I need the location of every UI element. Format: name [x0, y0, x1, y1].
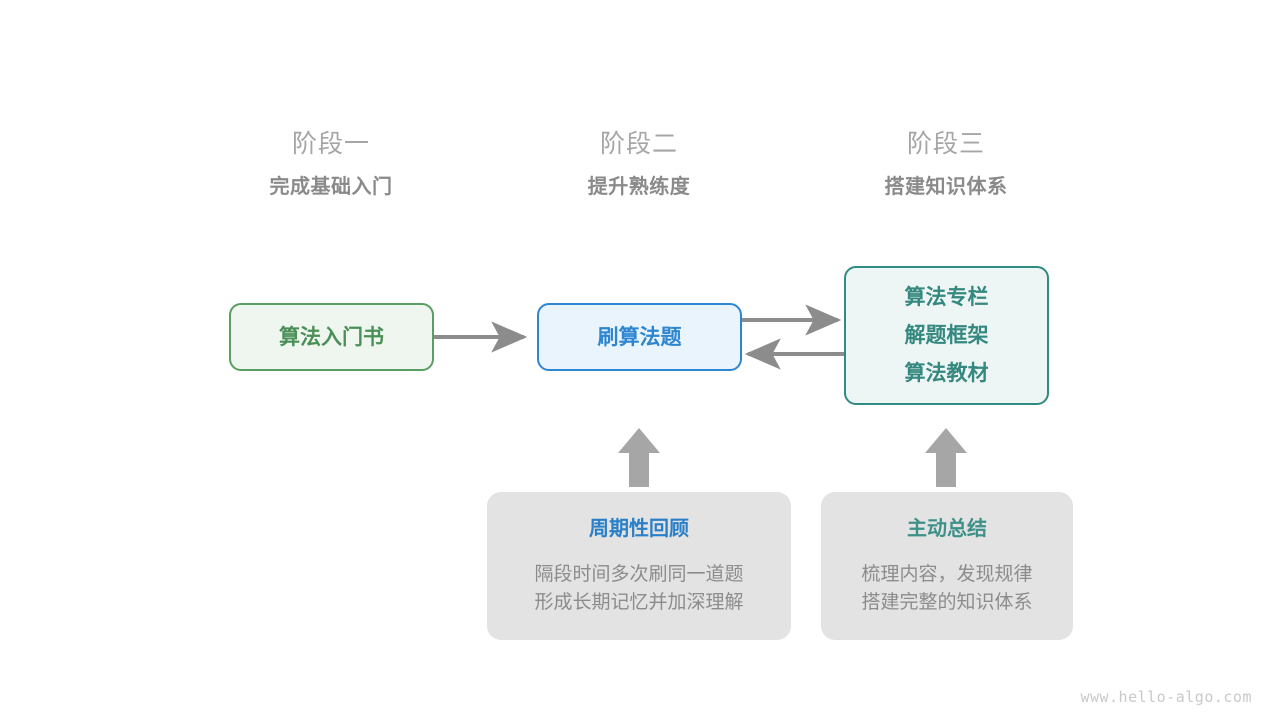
note-body-line: 搭建完整的知识体系	[861, 591, 1033, 613]
node-knowledge-system[interactable]: 算法专栏 解题框架 算法教材	[844, 266, 1049, 405]
node-line: 算法专栏	[904, 286, 989, 309]
note-body-line: 梳理内容，发现规律	[861, 564, 1033, 585]
watermark: www.hello-algo.com	[1080, 688, 1252, 706]
node-line: 算法教材	[904, 362, 989, 385]
note-body-line: 隔段时间多次刷同一道题	[534, 564, 744, 585]
stage-header-3: 阶段三 搭建知识体系	[826, 130, 1066, 198]
stage-header-2: 阶段二 提升熟练度	[519, 130, 759, 198]
stage-header-1: 阶段一 完成基础入门	[211, 130, 451, 198]
node-line: 算法入门书	[279, 325, 384, 349]
note-title: 周期性回顾	[589, 518, 689, 540]
node-line: 刷算法题	[597, 325, 682, 349]
stage-subtitle: 提升熟练度	[587, 176, 691, 198]
stage-title: 阶段三	[906, 130, 985, 158]
note-body: 隔段时间多次刷同一道题 形成长期记忆并加深理解	[534, 561, 743, 616]
node-line: 解题框架	[904, 324, 989, 347]
note-title: 主动总结	[907, 518, 987, 540]
arrow-review-to-drill	[618, 428, 660, 487]
stage-subtitle: 搭建知识体系	[884, 176, 1008, 198]
node-algorithm-intro-book[interactable]: 算法入门书	[229, 303, 434, 371]
stage-title: 阶段二	[599, 130, 678, 158]
arrow-summary-to-system	[925, 428, 967, 487]
node-practice-problems[interactable]: 刷算法题	[537, 303, 742, 371]
note-active-summary[interactable]: 主动总结 梳理内容，发现规律 搭建完整的知识体系	[821, 492, 1073, 640]
note-body: 梳理内容，发现规律 搭建完整的知识体系	[861, 561, 1032, 616]
note-periodic-review[interactable]: 周期性回顾 隔段时间多次刷同一道题 形成长期记忆并加深理解	[487, 492, 791, 640]
stage-subtitle: 完成基础入门	[269, 176, 393, 198]
stage-title: 阶段一	[291, 130, 370, 158]
note-body-line: 形成长期记忆并加深理解	[534, 591, 744, 613]
